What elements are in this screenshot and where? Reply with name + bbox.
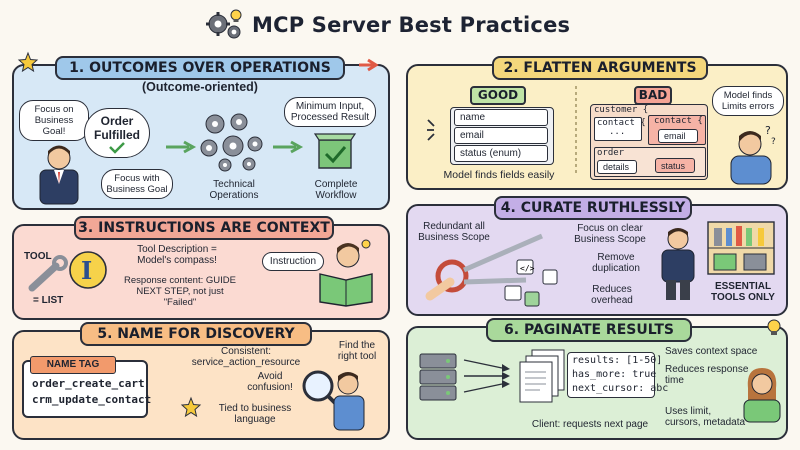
title-area: MCP Server Best Practices (0, 0, 800, 40)
checkmark-icon (109, 142, 125, 154)
name-tag-header: NAME TAG (30, 356, 116, 374)
redundant-caption: Redundant all Business Scope (418, 221, 490, 243)
gears-icon (200, 113, 263, 172)
bad-email: email (658, 129, 698, 143)
person-icon (661, 228, 695, 300)
good-field-name: name (454, 109, 548, 126)
panel-curate-heading: 4. CURATE RUTHLESSLY (494, 196, 692, 220)
avoid-caption: Avoid confusion! (247, 371, 293, 393)
instruction-bubble: Instruction (262, 252, 324, 271)
uses-caption: Uses limit, cursors, metadata (665, 406, 746, 428)
next-cursor-line: next_cursor: abc (572, 383, 669, 394)
svg-text:I: I (81, 256, 92, 285)
star-icon (180, 396, 202, 418)
reader-book-icon (319, 239, 373, 307)
businessman-icon (39, 145, 79, 205)
svg-text:</>: </> (520, 264, 535, 273)
tech-ops-caption: Technical Operations (209, 179, 259, 201)
panel-outcomes-heading: 1. OUTCOMES OVER OPERATIONS (55, 56, 345, 80)
server-icon (419, 353, 457, 401)
box-check-icon (313, 133, 357, 169)
bad-contact2: contact { (654, 116, 703, 126)
sparkle-icon (427, 119, 435, 141)
good-field-status: status (enum) (454, 145, 548, 162)
focus-clear-caption: Focus on clear Business Scope (574, 223, 646, 245)
toolbox-shelf-icon (707, 221, 775, 275)
bad-customer: customer { (594, 105, 649, 115)
good-fields: name email status (enum) (450, 107, 554, 165)
page-title: MCP Server Best Practices (252, 13, 571, 37)
focus-with-bubble: Focus with Business Goal (101, 169, 173, 199)
reduces-overhead-caption: Reduces overhead (591, 284, 633, 306)
saves-caption: Saves context space (665, 346, 758, 357)
svg-text:?: ? (765, 124, 771, 137)
remove-dup-caption: Remove duplication (592, 252, 640, 274)
divider-line (575, 86, 577, 176)
results-line: results: [1-50] (572, 355, 663, 366)
bad-order: order (597, 148, 625, 158)
bad-label: BAD (634, 86, 672, 105)
bad-contact1: contact { (597, 118, 646, 128)
magnifier-person-icon (302, 370, 365, 431)
scissors-icon (425, 233, 543, 301)
complete-caption: Complete Workflow (314, 179, 358, 201)
find-caption: Find the right tool (337, 340, 377, 362)
panel-naming-heading: 5. NAME FOR DISCOVERY (80, 322, 312, 346)
min-input-bubble: Minimum Input, Processed Result (284, 97, 376, 127)
lightbulb-icon (767, 319, 781, 335)
client-caption: Client: requests next page (531, 419, 649, 430)
wrench-icon (28, 255, 68, 292)
small-tools-icons: </> (504, 259, 558, 307)
pagination-response-box (567, 352, 655, 398)
good-label: GOOD (470, 86, 526, 105)
list-label: = LIST (33, 295, 64, 306)
woman-icon (743, 368, 781, 423)
bad-nested: customer { contact { ... contact { email… (590, 104, 708, 180)
flow-arrows-icon (463, 359, 510, 393)
star-icon (17, 51, 39, 73)
confused-person-icon: ? ? (730, 124, 776, 185)
bad-details: details (597, 160, 637, 174)
focus-goal-bubble: Focus on Business Goal! (19, 100, 89, 141)
tool-desc-caption: Tool Description = Model's compass! (137, 244, 217, 266)
reduces-time-caption: Reduces response time (665, 364, 749, 386)
info-icon: I (69, 251, 107, 289)
model-limits-bubble: Model finds Limits errors (712, 86, 784, 116)
panel-paginate-heading: 6. PAGINATE RESULTS (486, 318, 692, 342)
panel-instructions-heading: 3. INSTRUCTIONS ARE CONTEXT (74, 216, 334, 240)
arrow-right-icon (273, 140, 304, 154)
response-caption: Response content: GUIDE NEXT STEP, not j… (124, 275, 236, 308)
arrow-right-icon (166, 140, 197, 154)
tied-caption: Tied to business language (218, 403, 292, 425)
tag-order-create-cart: order_create_cart (32, 377, 145, 390)
good-field-email: email (454, 127, 548, 144)
svg-text:?: ? (771, 137, 776, 147)
essential-caption: ESSENTIAL TOOLS ONLY (711, 281, 775, 303)
bad-status: status (655, 158, 695, 173)
consistent-caption: Consistent: service_action_resource (191, 346, 301, 368)
bad-dots: ... (609, 127, 626, 137)
has-more-line: has_more: true (572, 369, 657, 380)
gears-lightbulb-icon (206, 9, 242, 39)
panel-flatten-heading: 2. FLATTEN ARGUMENTS (492, 56, 708, 80)
arrow-right-icon (359, 58, 379, 72)
tool-label: TOOL (24, 251, 52, 262)
bad-contact-box (594, 117, 642, 141)
outcomes-subheading: (Outcome-oriented) (142, 80, 258, 94)
documents-stack-icon (519, 349, 565, 403)
model-easy-caption: Model finds fields easily (443, 169, 555, 181)
tag-crm-update-contact: crm_update_contact (32, 393, 152, 406)
